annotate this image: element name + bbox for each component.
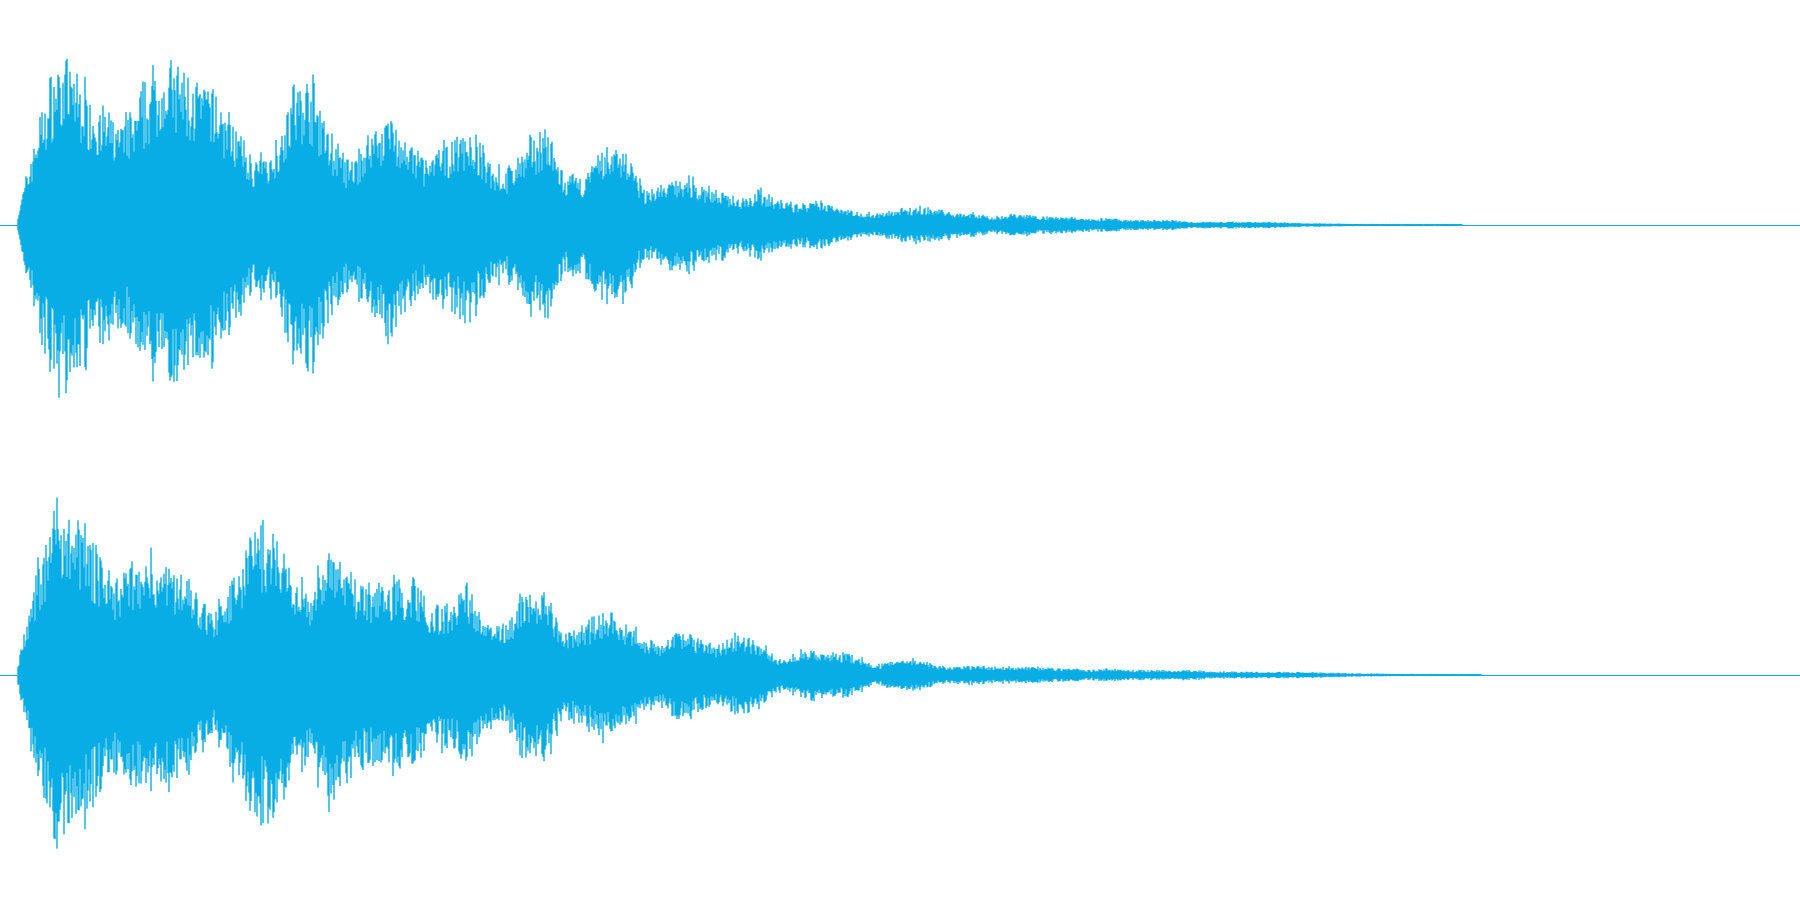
right-channel-waveform-path — [17, 497, 1482, 849]
left-channel-waveform — [0, 58, 1800, 398]
right-channel-waveform — [0, 497, 1800, 849]
left-channel-waveform-path — [17, 58, 1463, 398]
